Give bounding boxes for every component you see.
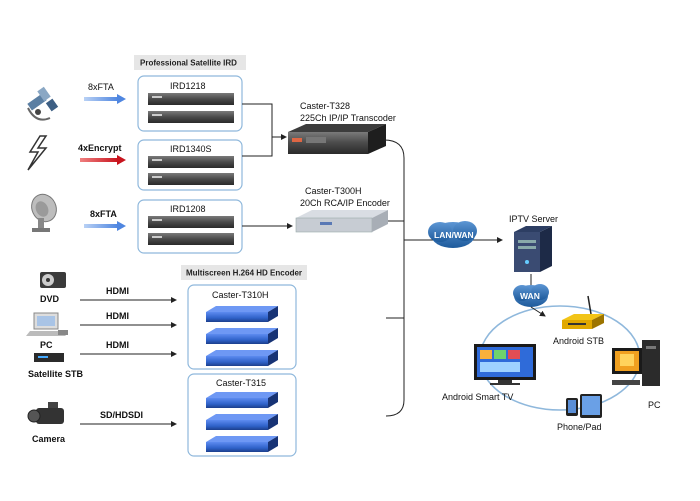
wan-to-clients-line xyxy=(530,306,546,317)
fta1-label: 8xFTA xyxy=(88,82,114,92)
ird1340s-box: IRD1340S xyxy=(137,139,243,191)
ird1218-label: IRD1218 xyxy=(170,81,206,91)
caster-t300h: Caster-T300H 20Ch RCA/IP Encoder xyxy=(295,186,390,233)
android-stb-label: Android STB xyxy=(553,336,604,346)
phone-pad: Phone/Pad xyxy=(557,394,602,432)
lan-wan-label: LAN/WAN xyxy=(434,230,474,240)
encrypt-input: 4xEncrypt xyxy=(78,143,126,165)
ird1208-label: IRD1208 xyxy=(170,204,206,214)
dvd-label: DVD xyxy=(40,294,60,304)
hdmi-line-1: HDMI xyxy=(80,286,177,303)
wan-cloud: WAN xyxy=(513,284,549,307)
hd-encoder-title: Multiscreen H.264 HD Encoder xyxy=(186,269,302,278)
pc-client: PC xyxy=(612,340,661,410)
satellite-stb-label: Satellite STB xyxy=(28,369,84,379)
t315-label: Caster-T315 xyxy=(216,378,266,388)
android-stb: Android STB xyxy=(553,295,604,346)
t328-desc: 225Ch IP/IP Transcoder xyxy=(300,113,396,123)
hdmi2-label: HDMI xyxy=(106,311,129,321)
sdi-line: SD/HDSDI xyxy=(80,410,177,427)
caster-t310h-box: Caster-T310H xyxy=(187,284,297,370)
satellite-dish-icon xyxy=(31,193,57,232)
camera-icon: Camera xyxy=(27,402,66,444)
t328-name: Caster-T328 xyxy=(300,101,350,111)
satellite-ird-header: Professional Satellite IRD xyxy=(134,55,246,70)
satellite-icon xyxy=(27,86,59,121)
lightning-icon xyxy=(27,135,48,171)
sdi-label: SD/HDSDI xyxy=(100,410,143,420)
t300-name: Caster-T300H xyxy=(305,186,362,196)
fta2-label: 8xFTA xyxy=(90,209,117,219)
phone-pad-label: Phone/Pad xyxy=(557,422,602,432)
fta-input-2: 8xFTA xyxy=(84,209,126,231)
caster-t328: Caster-T328 225Ch IP/IP Transcoder xyxy=(288,101,396,154)
pc-source-icon: PC xyxy=(26,312,68,350)
t300-desc: 20Ch RCA/IP Encoder xyxy=(300,198,390,208)
satellite-stb-icon: Satellite STB xyxy=(28,353,84,379)
satellite-ird-title: Professional Satellite IRD xyxy=(140,59,237,68)
t310-label: Caster-T310H xyxy=(212,290,269,300)
ird1208-box: IRD1208 xyxy=(137,199,243,254)
hdmi-line-3: HDMI xyxy=(80,340,177,357)
lan-wan-cloud: LAN/WAN xyxy=(428,221,477,248)
encrypt-label: 4xEncrypt xyxy=(78,143,122,153)
pc-client-label: PC xyxy=(648,400,661,410)
caster-t315-box: Caster-T315 xyxy=(187,373,297,457)
android-smart-tv: Android Smart TV xyxy=(442,344,536,402)
hd-encoder-header: Multiscreen H.264 HD Encoder xyxy=(181,265,307,280)
camera-label: Camera xyxy=(32,434,66,444)
wan-label: WAN xyxy=(520,291,540,301)
hdmi3-label: HDMI xyxy=(106,340,129,350)
hdmi1-label: HDMI xyxy=(106,286,129,296)
smart-tv-label: Android Smart TV xyxy=(442,392,513,402)
dvd-icon: DVD xyxy=(40,272,66,304)
hdmi-line-2: HDMI xyxy=(80,311,177,328)
fta-input-1: 8xFTA xyxy=(84,82,126,104)
ird1218-box: IRD1218 xyxy=(137,75,243,132)
iptv-server: IPTV Server xyxy=(509,214,558,272)
pc-source-label: PC xyxy=(40,340,53,350)
ird-to-t328-lines xyxy=(242,103,293,229)
iptv-server-label: IPTV Server xyxy=(509,214,558,224)
ird1340s-label: IRD1340S xyxy=(170,144,212,154)
